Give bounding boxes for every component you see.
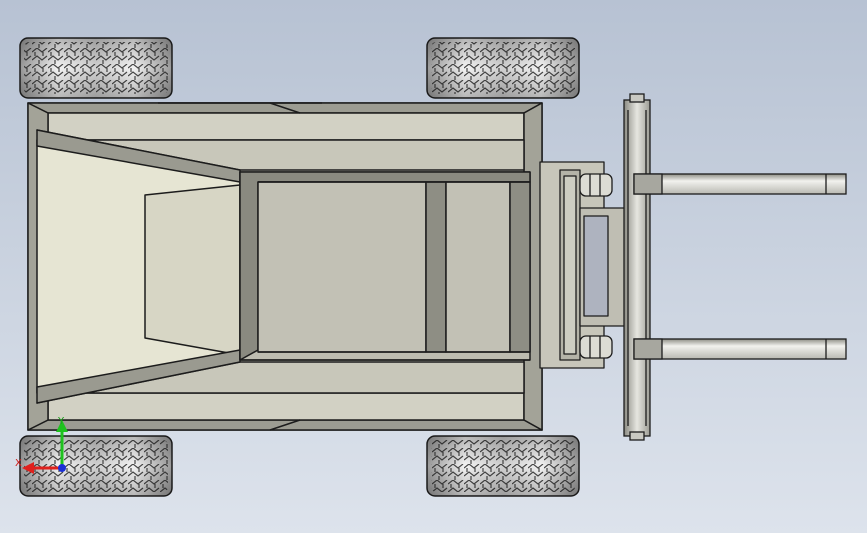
tire-front-top — [426, 37, 580, 99]
mast-upright — [623, 93, 651, 441]
z-axis-dot — [58, 464, 66, 472]
fork-top — [633, 173, 847, 195]
tire-rear-top — [19, 37, 173, 99]
coordinate-triad: X Y — [15, 416, 68, 474]
fork-bottom — [633, 338, 847, 360]
y-axis-label: Y — [57, 416, 65, 427]
mast-carriage — [539, 161, 627, 369]
tire-front-bottom — [426, 435, 580, 497]
tire-rear-bottom — [19, 435, 173, 497]
x-axis-label: X — [15, 458, 22, 469]
forklift-body — [27, 102, 543, 431]
